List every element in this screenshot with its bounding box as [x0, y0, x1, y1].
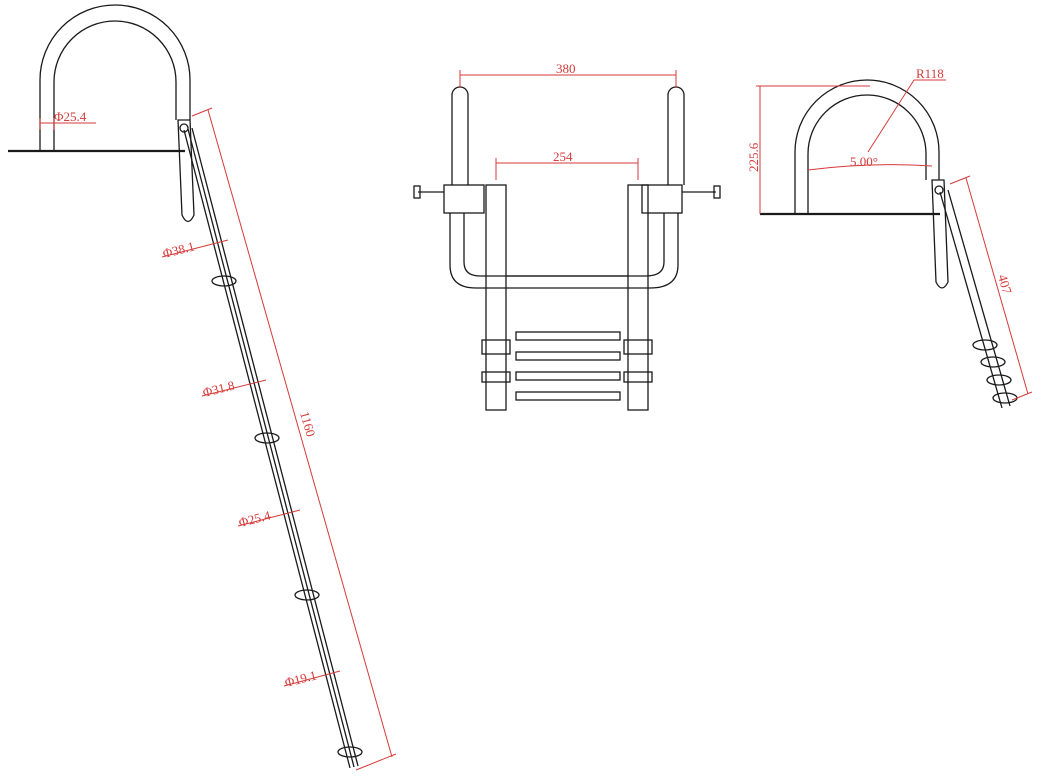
dim-folded-length-line [965, 177, 1029, 395]
dim-tube-dia-3: Φ25.4 [237, 507, 272, 529]
right-bracket [641, 184, 683, 214]
folded-clips [972, 339, 1018, 404]
tube-left-edge [183, 129, 351, 769]
left-rail [485, 184, 507, 411]
dim-handle-dia: Φ25.4 [54, 109, 87, 124]
side-view: Φ25.4 Φ38.1 Φ31.8 Φ25.4 Φ19.1 1160 [8, 4, 397, 771]
dim-inner-width: 254 [553, 149, 573, 164]
handle-outer [39, 4, 191, 151]
dim-outer-width: 380 [556, 61, 576, 76]
left-post [451, 86, 469, 185]
dim-angle: 5.00° [850, 154, 878, 169]
right-post [667, 86, 685, 185]
step-clips [211, 275, 363, 758]
dim-tube-dia-1: Φ38.1 [161, 239, 196, 261]
dim-height: 225.6 [746, 142, 761, 172]
dim-tube-dia-2: Φ31.8 [201, 378, 236, 400]
right-rail [627, 184, 649, 411]
dim-radius-line [867, 79, 915, 153]
front-view: 380 254 [413, 61, 721, 411]
dim-radius: R118 [916, 66, 944, 81]
folded-handle-outer [794, 79, 940, 214]
folded-view: 225.6 R118 5.00° 407 [746, 66, 1033, 409]
dim-angle-arc [807, 164, 933, 171]
handle-inner [53, 20, 177, 151]
bottom-loop-inner [463, 213, 665, 277]
folded-bracket [931, 179, 949, 289]
bottom-loop-outer [449, 213, 679, 289]
left-bracket [443, 184, 485, 214]
mount-bracket [177, 119, 195, 223]
dim-folded-length: 407 [995, 273, 1015, 296]
dim-length-line [207, 109, 393, 758]
dim-tube-dia-4: Φ19.1 [283, 668, 318, 690]
tube-right-edge [191, 127, 359, 767]
tube-center [187, 128, 355, 768]
dim-length: 1160 [297, 410, 318, 439]
steps [515, 331, 621, 401]
folded-handle-inner [807, 94, 927, 214]
